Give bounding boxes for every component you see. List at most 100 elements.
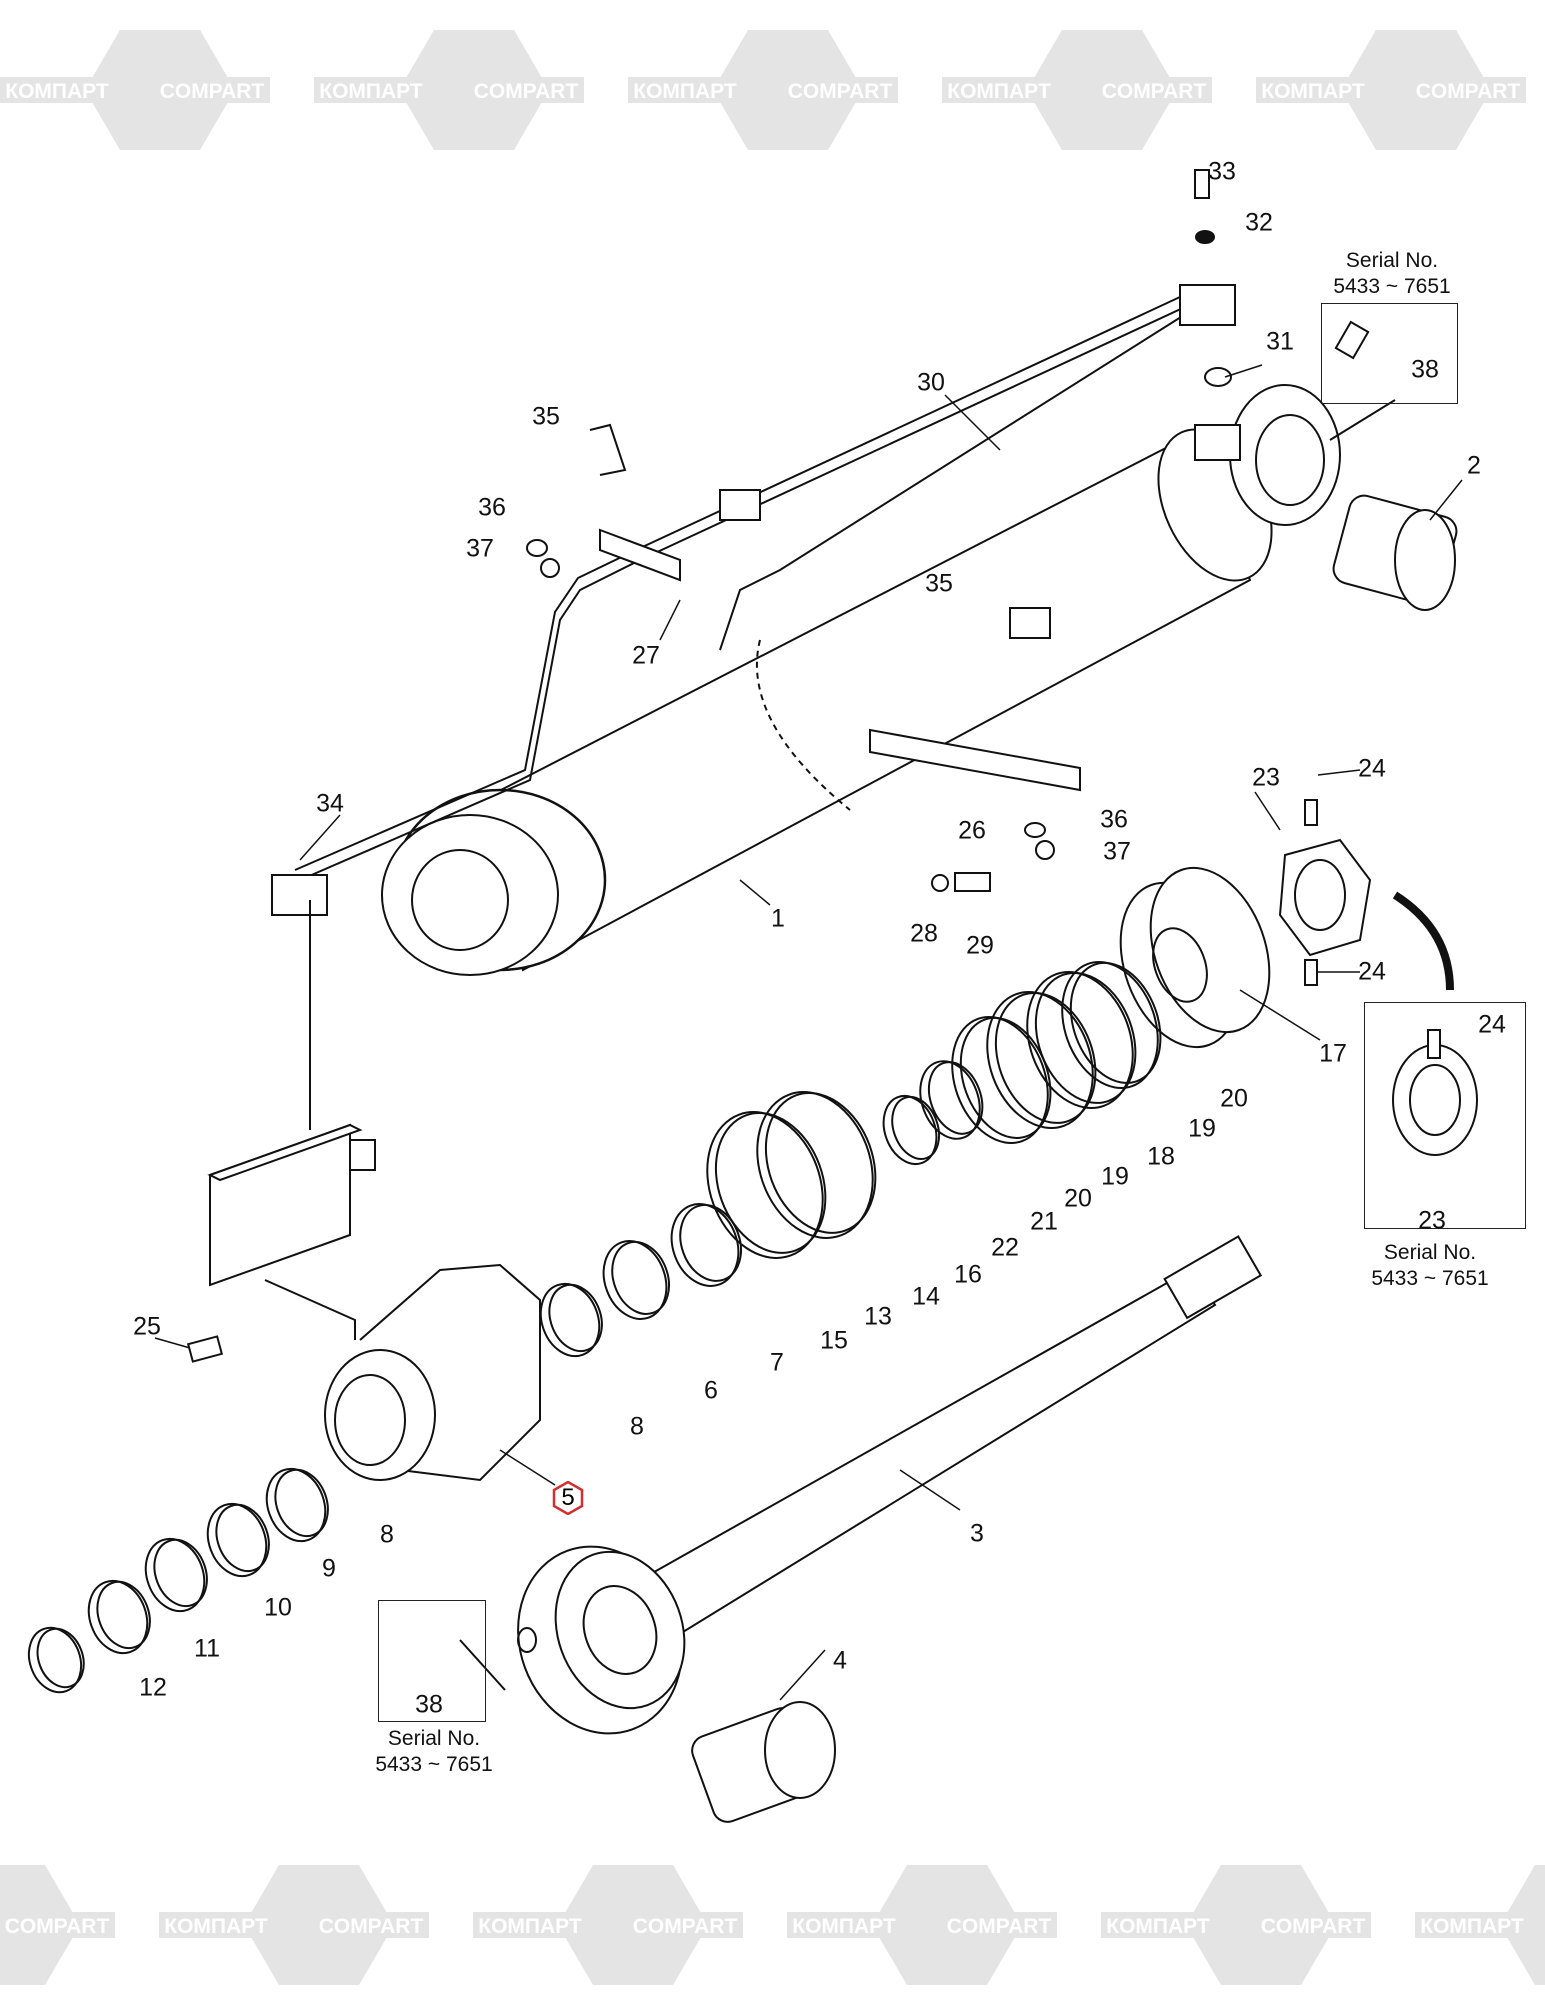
part-label[interactable]: 23 bbox=[1252, 763, 1280, 792]
part-label[interactable]: 23 bbox=[1418, 1206, 1446, 1235]
cylinder-rear-eye bbox=[1229, 384, 1458, 611]
part-label[interactable]: 24 bbox=[1358, 957, 1386, 986]
part-label[interactable]: 37 bbox=[466, 534, 494, 563]
part-label[interactable]: 11 bbox=[194, 1634, 220, 1663]
part-label[interactable]: 26 bbox=[958, 816, 986, 845]
cylinder-head-gland bbox=[324, 1263, 541, 1482]
part-label[interactable]: 36 bbox=[1100, 805, 1128, 834]
part-label[interactable]: 27 bbox=[632, 641, 660, 670]
valve-block bbox=[186, 900, 376, 1363]
watermark-tile: КОМПАРТ COMPART bbox=[314, 30, 584, 150]
serial-note-line2: 5433 ~ 7651 bbox=[1333, 275, 1451, 298]
part-label[interactable]: 24 bbox=[1478, 1010, 1506, 1039]
serial-note-top: Serial No. 5433 ~ 7651 bbox=[1333, 248, 1450, 300]
cylinder-tube bbox=[381, 428, 1273, 976]
svg-text:КОМПАРТ: КОМПАРТ bbox=[319, 80, 423, 103]
serial-note-line1: Serial No. bbox=[1383, 1241, 1477, 1264]
part-label[interactable]: 22 bbox=[991, 1233, 1019, 1262]
part-label[interactable]: 38 bbox=[1411, 355, 1439, 384]
seal-ring bbox=[1061, 961, 1159, 1089]
part-label[interactable]: 8 bbox=[380, 1520, 394, 1549]
part-label[interactable]: 17 bbox=[1319, 1039, 1347, 1068]
serial-note-line1: Serial No. bbox=[387, 1727, 481, 1750]
part-label[interactable]: 38 bbox=[415, 1690, 443, 1719]
svg-text:COMPART: COMPART bbox=[947, 1915, 1052, 1938]
part-label[interactable]: 36 bbox=[478, 493, 506, 522]
part-label[interactable]: 32 bbox=[1245, 208, 1273, 237]
leader-lines bbox=[154, 364, 1463, 1701]
seal-ring bbox=[36, 1627, 85, 1689]
svg-text:COMPART: COMPART bbox=[319, 1915, 424, 1938]
part-label[interactable]: 35 bbox=[532, 402, 560, 431]
svg-text:COMPART: COMPART bbox=[160, 80, 265, 103]
part-label[interactable]: 1 bbox=[771, 904, 785, 933]
part-label[interactable]: 10 bbox=[264, 1593, 292, 1622]
part-label[interactable]: 20 bbox=[1220, 1084, 1248, 1113]
part-label[interactable]: 12 bbox=[139, 1673, 167, 1702]
part-label[interactable]: 16 bbox=[954, 1260, 982, 1289]
seal-ring bbox=[764, 1091, 877, 1234]
part-label[interactable]: 28 bbox=[910, 919, 938, 948]
part-label[interactable]: 3 bbox=[970, 1519, 984, 1548]
seal-ring bbox=[27, 1626, 83, 1694]
seal-ring bbox=[706, 1111, 824, 1259]
part-label[interactable]: 8 bbox=[630, 1412, 644, 1441]
part-label[interactable]: 35 bbox=[925, 569, 953, 598]
highlighted-part-label[interactable]: 5 bbox=[551, 1481, 585, 1515]
svg-text:КОМПАРТ: КОМПАРТ bbox=[792, 1915, 896, 1938]
seal-ring bbox=[986, 991, 1094, 1129]
piston-rod bbox=[517, 1235, 1263, 1823]
part-label[interactable]: 20 bbox=[1064, 1184, 1092, 1213]
seal-ring bbox=[87, 1579, 149, 1655]
part-label[interactable]: 31 bbox=[1266, 327, 1294, 356]
part-label[interactable]: 7 bbox=[770, 1348, 784, 1377]
part-label[interactable]: 2 bbox=[1467, 451, 1481, 480]
part-label[interactable]: 19 bbox=[1101, 1162, 1129, 1191]
part-label[interactable]: 34 bbox=[316, 789, 344, 818]
seal-ring bbox=[539, 1282, 601, 1358]
seal-ring bbox=[919, 1060, 981, 1140]
part-label[interactable]: 4 bbox=[833, 1646, 847, 1675]
serial-inset-box-top bbox=[1321, 303, 1458, 404]
svg-text:COMPART: COMPART bbox=[633, 1915, 738, 1938]
svg-text:COMPART: COMPART bbox=[5, 1915, 110, 1938]
part-label[interactable]: 19 bbox=[1188, 1114, 1216, 1143]
highlighted-part-number: 5 bbox=[561, 1484, 575, 1511]
seal-ring bbox=[215, 1503, 270, 1573]
part-label[interactable]: 29 bbox=[966, 931, 994, 960]
seal-ring bbox=[265, 1467, 327, 1543]
svg-text:КОМПАРТ: КОМПАРТ bbox=[5, 80, 109, 103]
seal-ring bbox=[1026, 971, 1134, 1109]
part-label[interactable]: 18 bbox=[1147, 1142, 1175, 1171]
part-label[interactable]: 14 bbox=[912, 1282, 940, 1311]
svg-text:COMPART: COMPART bbox=[1261, 1915, 1366, 1938]
seal-rings bbox=[27, 961, 1162, 1694]
part-label[interactable]: 33 bbox=[1208, 157, 1236, 186]
svg-text:КОМПАРТ: КОМПАРТ bbox=[947, 80, 1051, 103]
seal-ring bbox=[144, 1537, 206, 1613]
svg-text:COMPART: COMPART bbox=[474, 80, 579, 103]
part-label[interactable]: 30 bbox=[917, 368, 945, 397]
seal-ring bbox=[891, 1095, 941, 1160]
serial-note-line1: Serial No. bbox=[1345, 249, 1439, 272]
seal-ring bbox=[1034, 971, 1137, 1104]
watermark-tile: КОМПАРТ COMPART bbox=[0, 30, 270, 150]
part-label[interactable]: 24 bbox=[1358, 754, 1386, 783]
part-label[interactable]: 15 bbox=[820, 1326, 848, 1355]
part-label[interactable]: 21 bbox=[1030, 1207, 1058, 1236]
part-label[interactable]: 6 bbox=[704, 1376, 718, 1405]
part-label[interactable]: 9 bbox=[322, 1554, 336, 1583]
part-label[interactable]: 13 bbox=[864, 1302, 892, 1331]
pipes bbox=[271, 284, 1241, 916]
part-label[interactable]: 25 bbox=[133, 1312, 161, 1341]
part-label[interactable]: 37 bbox=[1103, 837, 1131, 866]
